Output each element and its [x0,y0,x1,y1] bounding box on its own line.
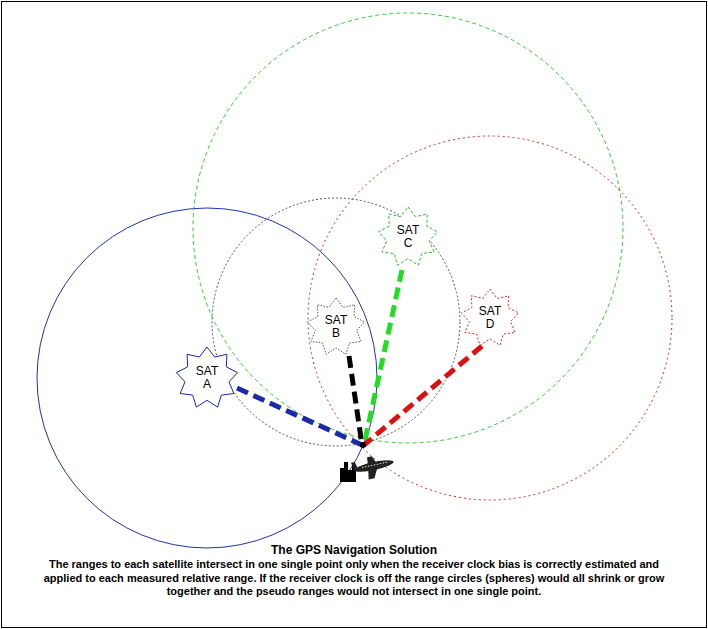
star-shape [307,298,364,354]
range-circle-d [308,136,672,500]
range-line-a [237,388,362,445]
satellite-label: SAT D [475,305,505,331]
star-shape [176,347,237,407]
range-line-d [364,346,482,445]
receiver-aircraft [340,442,396,482]
range-line-b [349,356,362,445]
satellite-star: SAT D [461,289,519,347]
title: The GPS Navigation Solution [54,543,654,557]
range-circle-c [193,13,623,443]
satellite-star: SAT C [378,207,438,267]
satellite-star: SAT A [176,347,238,409]
range-circle-b [212,198,460,446]
star-shape [461,289,518,345]
satellite-label: SAT B [321,314,351,340]
satellite-star: SAT B [307,298,365,356]
caption: The ranges to each satellite intersect i… [40,558,668,599]
range-circle-a [37,208,377,548]
star-shape [378,207,437,265]
satellite-label: SAT A [192,365,222,391]
satellite-label: SAT C [393,224,423,250]
